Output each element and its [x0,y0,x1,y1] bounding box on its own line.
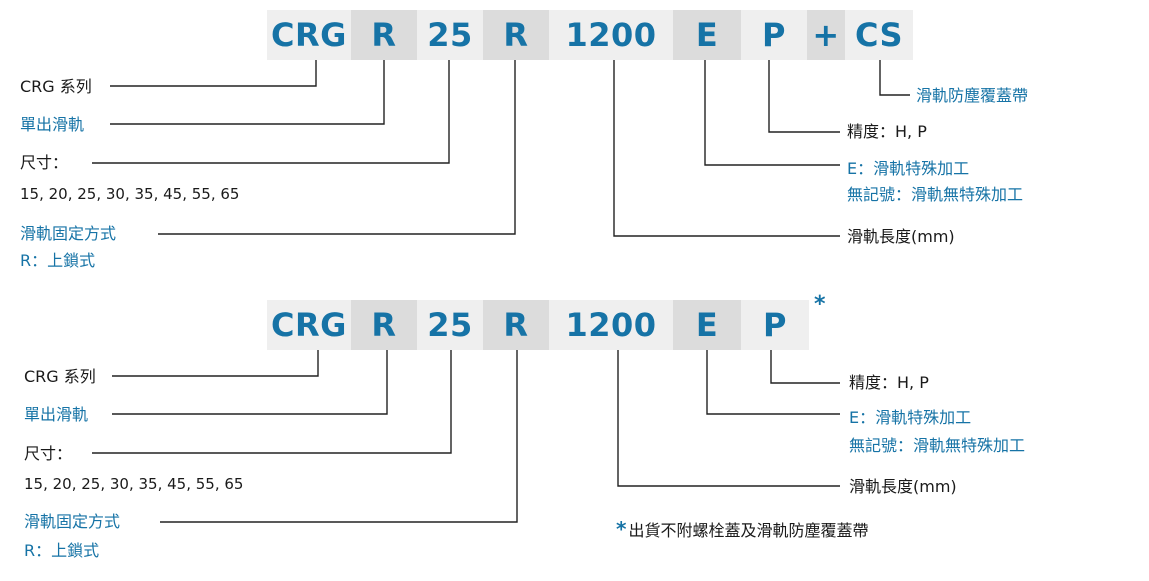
label-series: CRG 系列 [24,367,96,386]
label-length: 滑軌長度(mm) [849,477,957,496]
leader-line-special [704,60,840,166]
label-special: E：滑軌特殊加工 [847,159,970,178]
label-no-special: 無記號：滑軌無特殊加工 [849,436,1026,455]
label-fixing-type: R：上鎖式 [20,251,96,270]
label-fixing: 滑軌固定方式 [24,512,121,531]
label-precision: 精度：H, P [847,122,927,141]
label-size-title: 尺寸： [20,153,69,172]
label-length: 滑軌長度(mm) [847,227,955,246]
leader-lines [92,350,840,523]
leader-line-size [92,60,450,164]
model-code-diagram-with-cover-strip: CRG R 25 R 1200 E P + CS CRG 系列 單出滑軌 尺寸：… [0,0,1149,290]
code-segment-length: 1200 [549,10,673,60]
code-segment-special: E [673,300,741,350]
asterisk-mark: * [814,292,826,317]
code-segment-precision: P [741,300,809,350]
leader-line-length [613,60,840,237]
code-segment-special: E [673,10,741,60]
label-series: CRG 系列 [20,77,92,96]
code-segment-rail-type: R [351,10,417,60]
footnote-asterisk: * [616,517,627,541]
code-segment-plus: + [807,10,845,60]
code-segment-precision: P [741,10,807,60]
code-segment-length: 1200 [549,300,673,350]
label-cover-strip: 滑軌防塵覆蓋帶 [916,86,1029,105]
leader-line-fixing [160,350,518,523]
label-no-special: 無記號：滑軌無特殊加工 [847,185,1024,204]
leader-line-length [617,350,840,487]
label-size-values: 15, 20, 25, 30, 35, 45, 55, 65 [24,475,244,493]
leader-line-series [110,60,317,87]
leader-line-special [706,350,840,415]
code-segment-fixing: R [483,10,549,60]
code-segment-series: CRG [267,300,351,350]
label-size-title: 尺寸： [24,444,73,463]
leader-lines [92,60,910,237]
leader-line-precision [770,350,840,384]
code-segment-cover-strip: CS [845,10,913,60]
leader-line-rail [110,60,385,125]
label-special: E：滑軌特殊加工 [849,408,972,427]
leader-line-fixing [158,60,516,235]
label-size-values: 15, 20, 25, 30, 35, 45, 55, 65 [20,185,240,203]
footnote-text: 出貨不附螺栓蓋及滑軌防塵覆蓋帶 [628,521,869,540]
leader-line-series [112,350,319,377]
label-rail: 單出滑軌 [24,405,89,424]
leader-line-cover-strip [879,60,910,96]
code-segment-size: 25 [417,10,483,60]
model-code-diagram-without-cover-strip: CRG R 25 R 1200 E P * CRG 系列 單出滑軌 尺寸： 15… [0,290,1149,580]
label-precision: 精度：H, P [849,373,929,392]
leader-line-rail [112,350,388,415]
leader-line-precision [768,60,840,133]
label-fixing-type: R：上鎖式 [24,541,100,560]
code-segment-fixing: R [483,300,549,350]
label-rail: 單出滑軌 [20,115,85,134]
code-segment-size: 25 [417,300,483,350]
leader-line-size [92,350,452,454]
footnote: *出貨不附螺栓蓋及滑軌防塵覆蓋帶 [616,518,868,542]
code-segment-rail-type: R [351,300,417,350]
label-fixing: 滑軌固定方式 [20,224,117,243]
code-segment-series: CRG [267,10,351,60]
